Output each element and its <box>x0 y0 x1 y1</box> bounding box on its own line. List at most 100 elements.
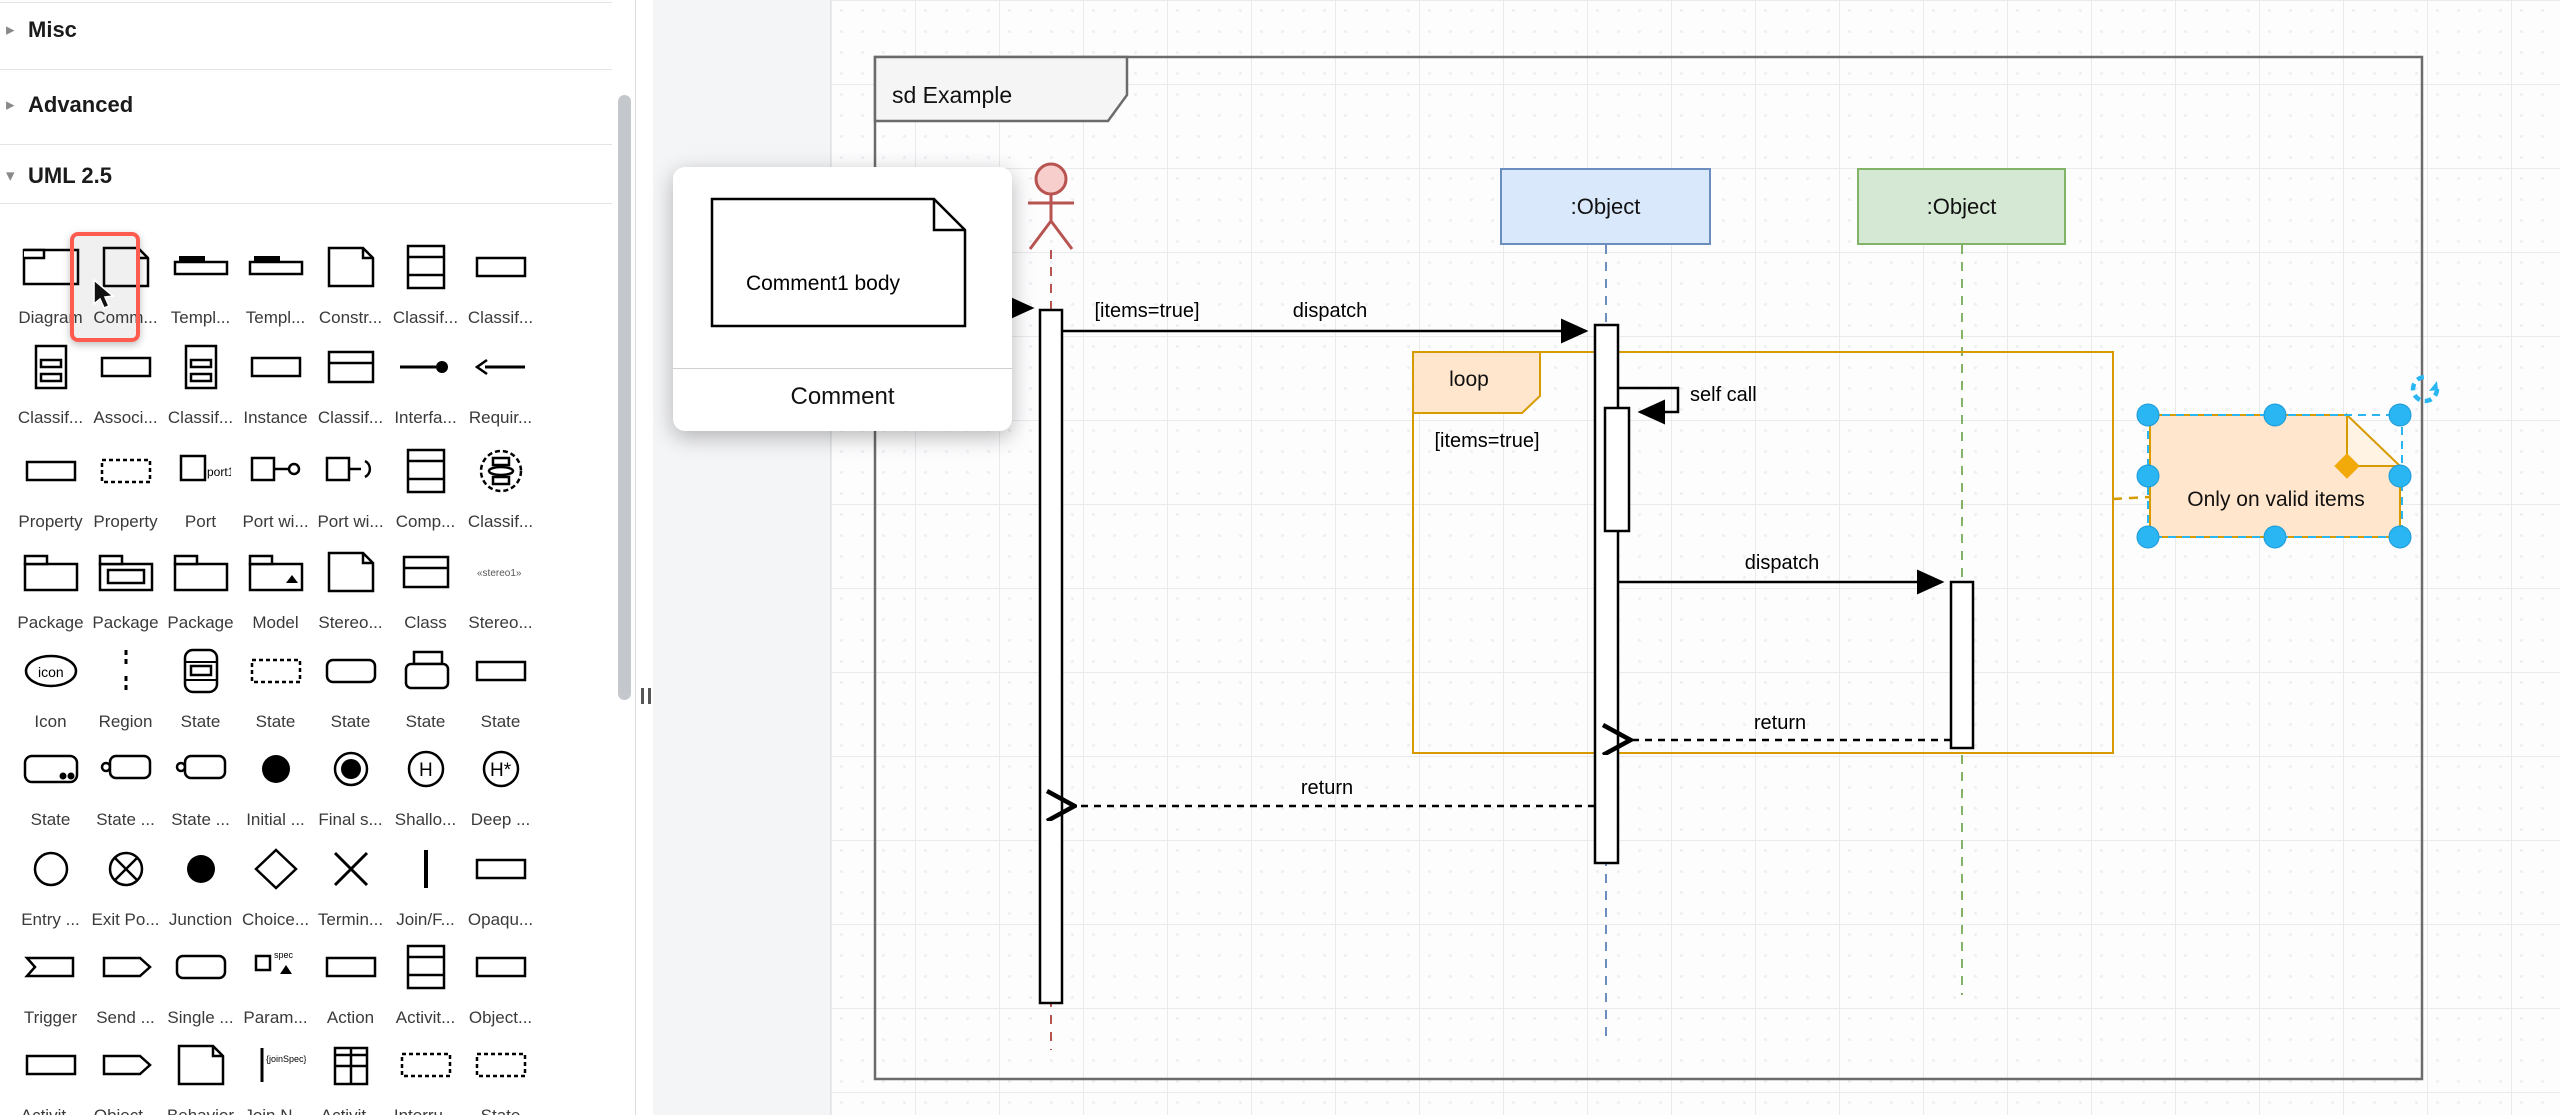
palette-shape-label: Exit Po... <box>91 910 160 929</box>
palette-shape-text[interactable]: «stereo1»Stereo... <box>463 543 538 633</box>
note-icon <box>313 543 388 601</box>
palette-shape-folder[interactable]: Package <box>13 543 88 633</box>
palette-shape-label-rect[interactable]: Classif... <box>463 238 538 328</box>
palette-shape-joinspec[interactable]: {joinSpec}Join N... <box>238 1036 313 1115</box>
palette-shape-port[interactable]: port1Port <box>163 442 238 532</box>
label-rect-icon <box>463 840 538 898</box>
palette-shape-label: Opaqu... <box>467 910 534 929</box>
palette-shape-dashed-rect[interactable]: State <box>238 642 313 732</box>
palette-shape-label-rect[interactable]: Action <box>313 938 388 1028</box>
section-label: Misc <box>28 17 77 42</box>
panel-splitter[interactable] <box>636 0 653 1115</box>
palette-shape-dashed-rect[interactable]: Property <box>88 442 163 532</box>
self-call-label: self call <box>1690 384 1757 406</box>
palette-shape-label-rect[interactable]: Opaqu... <box>463 840 538 930</box>
palette-shape-label-rect[interactable]: Associ... <box>88 338 163 428</box>
palette-shape-label-rect[interactable]: Instance <box>238 338 313 428</box>
palette-shape-label: Classif... <box>317 408 384 427</box>
divider <box>0 69 612 70</box>
palette-shape-label: Requir... <box>468 408 533 427</box>
divider <box>0 2 612 3</box>
object2-box[interactable]: :Object <box>1857 168 2066 245</box>
palette-shape-label: Final s... <box>318 810 383 829</box>
state-multi-icon <box>163 642 238 700</box>
palette-shape-region[interactable]: Region <box>88 642 163 732</box>
palette-shape-arrow-line[interactable]: Requir... <box>463 338 538 428</box>
palette-shape-label: State ... <box>96 810 155 829</box>
palette-shape-state-entry[interactable]: State ... <box>163 740 238 830</box>
object1-box[interactable]: :Object <box>1500 168 1711 245</box>
palette-shape-flag-right[interactable]: Send ... <box>88 938 163 1028</box>
sidebar-section-misc[interactable]: ▸ Misc <box>0 12 635 48</box>
palette-shape-note[interactable]: Behavior <box>163 1036 238 1115</box>
palette-shape-class3[interactable]: Comp... <box>388 442 463 532</box>
palette-shape-state-dots[interactable]: State <box>13 740 88 830</box>
palette-shape-port-ball[interactable]: Port wi... <box>238 442 313 532</box>
palette-shape-label: State <box>480 712 521 731</box>
palette-shape-class2[interactable]: Class <box>388 543 463 633</box>
palette-shape-rounded[interactable]: Single ... <box>163 938 238 1028</box>
palette-shape-port-socket[interactable]: Port wi... <box>313 442 388 532</box>
sidebar-scrollbar-thumb[interactable] <box>618 95 631 700</box>
folder-icon <box>163 543 238 601</box>
palette-shape-label: State <box>180 712 221 731</box>
dispatch1-guard-label: [items=true] <box>1094 300 1200 322</box>
palette-shape-class2[interactable]: Classif... <box>313 338 388 428</box>
palette-shape-note[interactable]: Stereo... <box>313 543 388 633</box>
preview-body-text: Comment1 body <box>745 272 901 295</box>
palette-shape-label: Port wi... <box>242 512 309 531</box>
palette-shape-dashed-rect[interactable]: Interru... <box>388 1036 463 1115</box>
palette-shape-label: Instance <box>243 408 308 427</box>
palette-shape-template-rect[interactable]: Templ... <box>238 238 313 328</box>
palette-shape-lollipop[interactable]: Interfa... <box>388 338 463 428</box>
palette-shape-circle-x[interactable]: Exit Po... <box>88 840 163 930</box>
palette-shape-state-tab[interactable]: State <box>388 642 463 732</box>
palette-shape-folder-box[interactable]: Package <box>88 543 163 633</box>
palette-shape-state-entry[interactable]: State ... <box>88 740 163 830</box>
sidebar-section-uml25[interactable]: ▾ UML 2.5 <box>0 158 635 194</box>
palette-shape-dot[interactable]: Initial ... <box>238 740 313 830</box>
palette-shape-flag-right[interactable]: Object... <box>88 1036 163 1115</box>
comment-shape-preview <box>710 197 967 328</box>
palette-shape-label: Diagram <box>18 308 83 327</box>
palette-shape-dot[interactable]: Junction <box>163 840 238 930</box>
palette-shape-label-rect[interactable]: Object... <box>463 938 538 1028</box>
palette-shape-label-rect[interactable]: Activit... <box>13 1036 88 1115</box>
palette-shape-x[interactable]: Termin... <box>313 840 388 930</box>
palette-shape-table[interactable]: Activit... <box>313 1036 388 1115</box>
palette-shape-final[interactable]: Final s... <box>313 740 388 830</box>
palette-shape-class-nested[interactable]: Classif... <box>13 338 88 428</box>
palette-shape-label: Port <box>184 512 217 531</box>
palette-shape-rounded[interactable]: State <box>313 642 388 732</box>
palette-shape-label: Package <box>92 613 159 632</box>
template-rect-icon <box>163 238 238 296</box>
palette-shape-template-rect[interactable]: Templ... <box>163 238 238 328</box>
palette-shape-vbar[interactable]: Join/F... <box>388 840 463 930</box>
palette-shape-dashed-rect[interactable]: State <box>463 1036 538 1115</box>
palette-shape-class3[interactable]: Activit... <box>388 938 463 1028</box>
palette-shape-label: Comm... <box>93 308 158 327</box>
palette-shape-frame[interactable]: Diagram <box>13 238 88 328</box>
palette-shape-folder-tri[interactable]: Model <box>238 543 313 633</box>
palette-shape-diamond[interactable]: Choice... <box>238 840 313 930</box>
palette-shape-class3[interactable]: Classif... <box>388 238 463 328</box>
palette-shape-folder[interactable]: Package <box>163 543 238 633</box>
palette-shape-label: Classif... <box>167 408 234 427</box>
palette-shape-circle-hstar[interactable]: H*Deep ... <box>463 740 538 830</box>
palette-shape-note[interactable]: Constr... <box>313 238 388 328</box>
palette-shape-state-multi[interactable]: State <box>163 642 238 732</box>
palette-shape-label-rect[interactable]: State <box>463 642 538 732</box>
palette-shape-circle[interactable]: Entry ... <box>13 840 88 930</box>
state-entry-icon <box>163 740 238 798</box>
palette-shape-flag-left[interactable]: Trigger <box>13 938 88 1028</box>
palette-shape-label-rect[interactable]: Property <box>13 442 88 532</box>
palette-shape-label: Activit... <box>13 1106 88 1115</box>
palette-shape-class-nested[interactable]: Classif... <box>163 338 238 428</box>
sidebar-section-advanced[interactable]: ▸ Advanced <box>0 87 635 123</box>
class-nested-icon <box>163 338 238 396</box>
palette-shape-ball-class[interactable]: Classif... <box>463 442 538 532</box>
